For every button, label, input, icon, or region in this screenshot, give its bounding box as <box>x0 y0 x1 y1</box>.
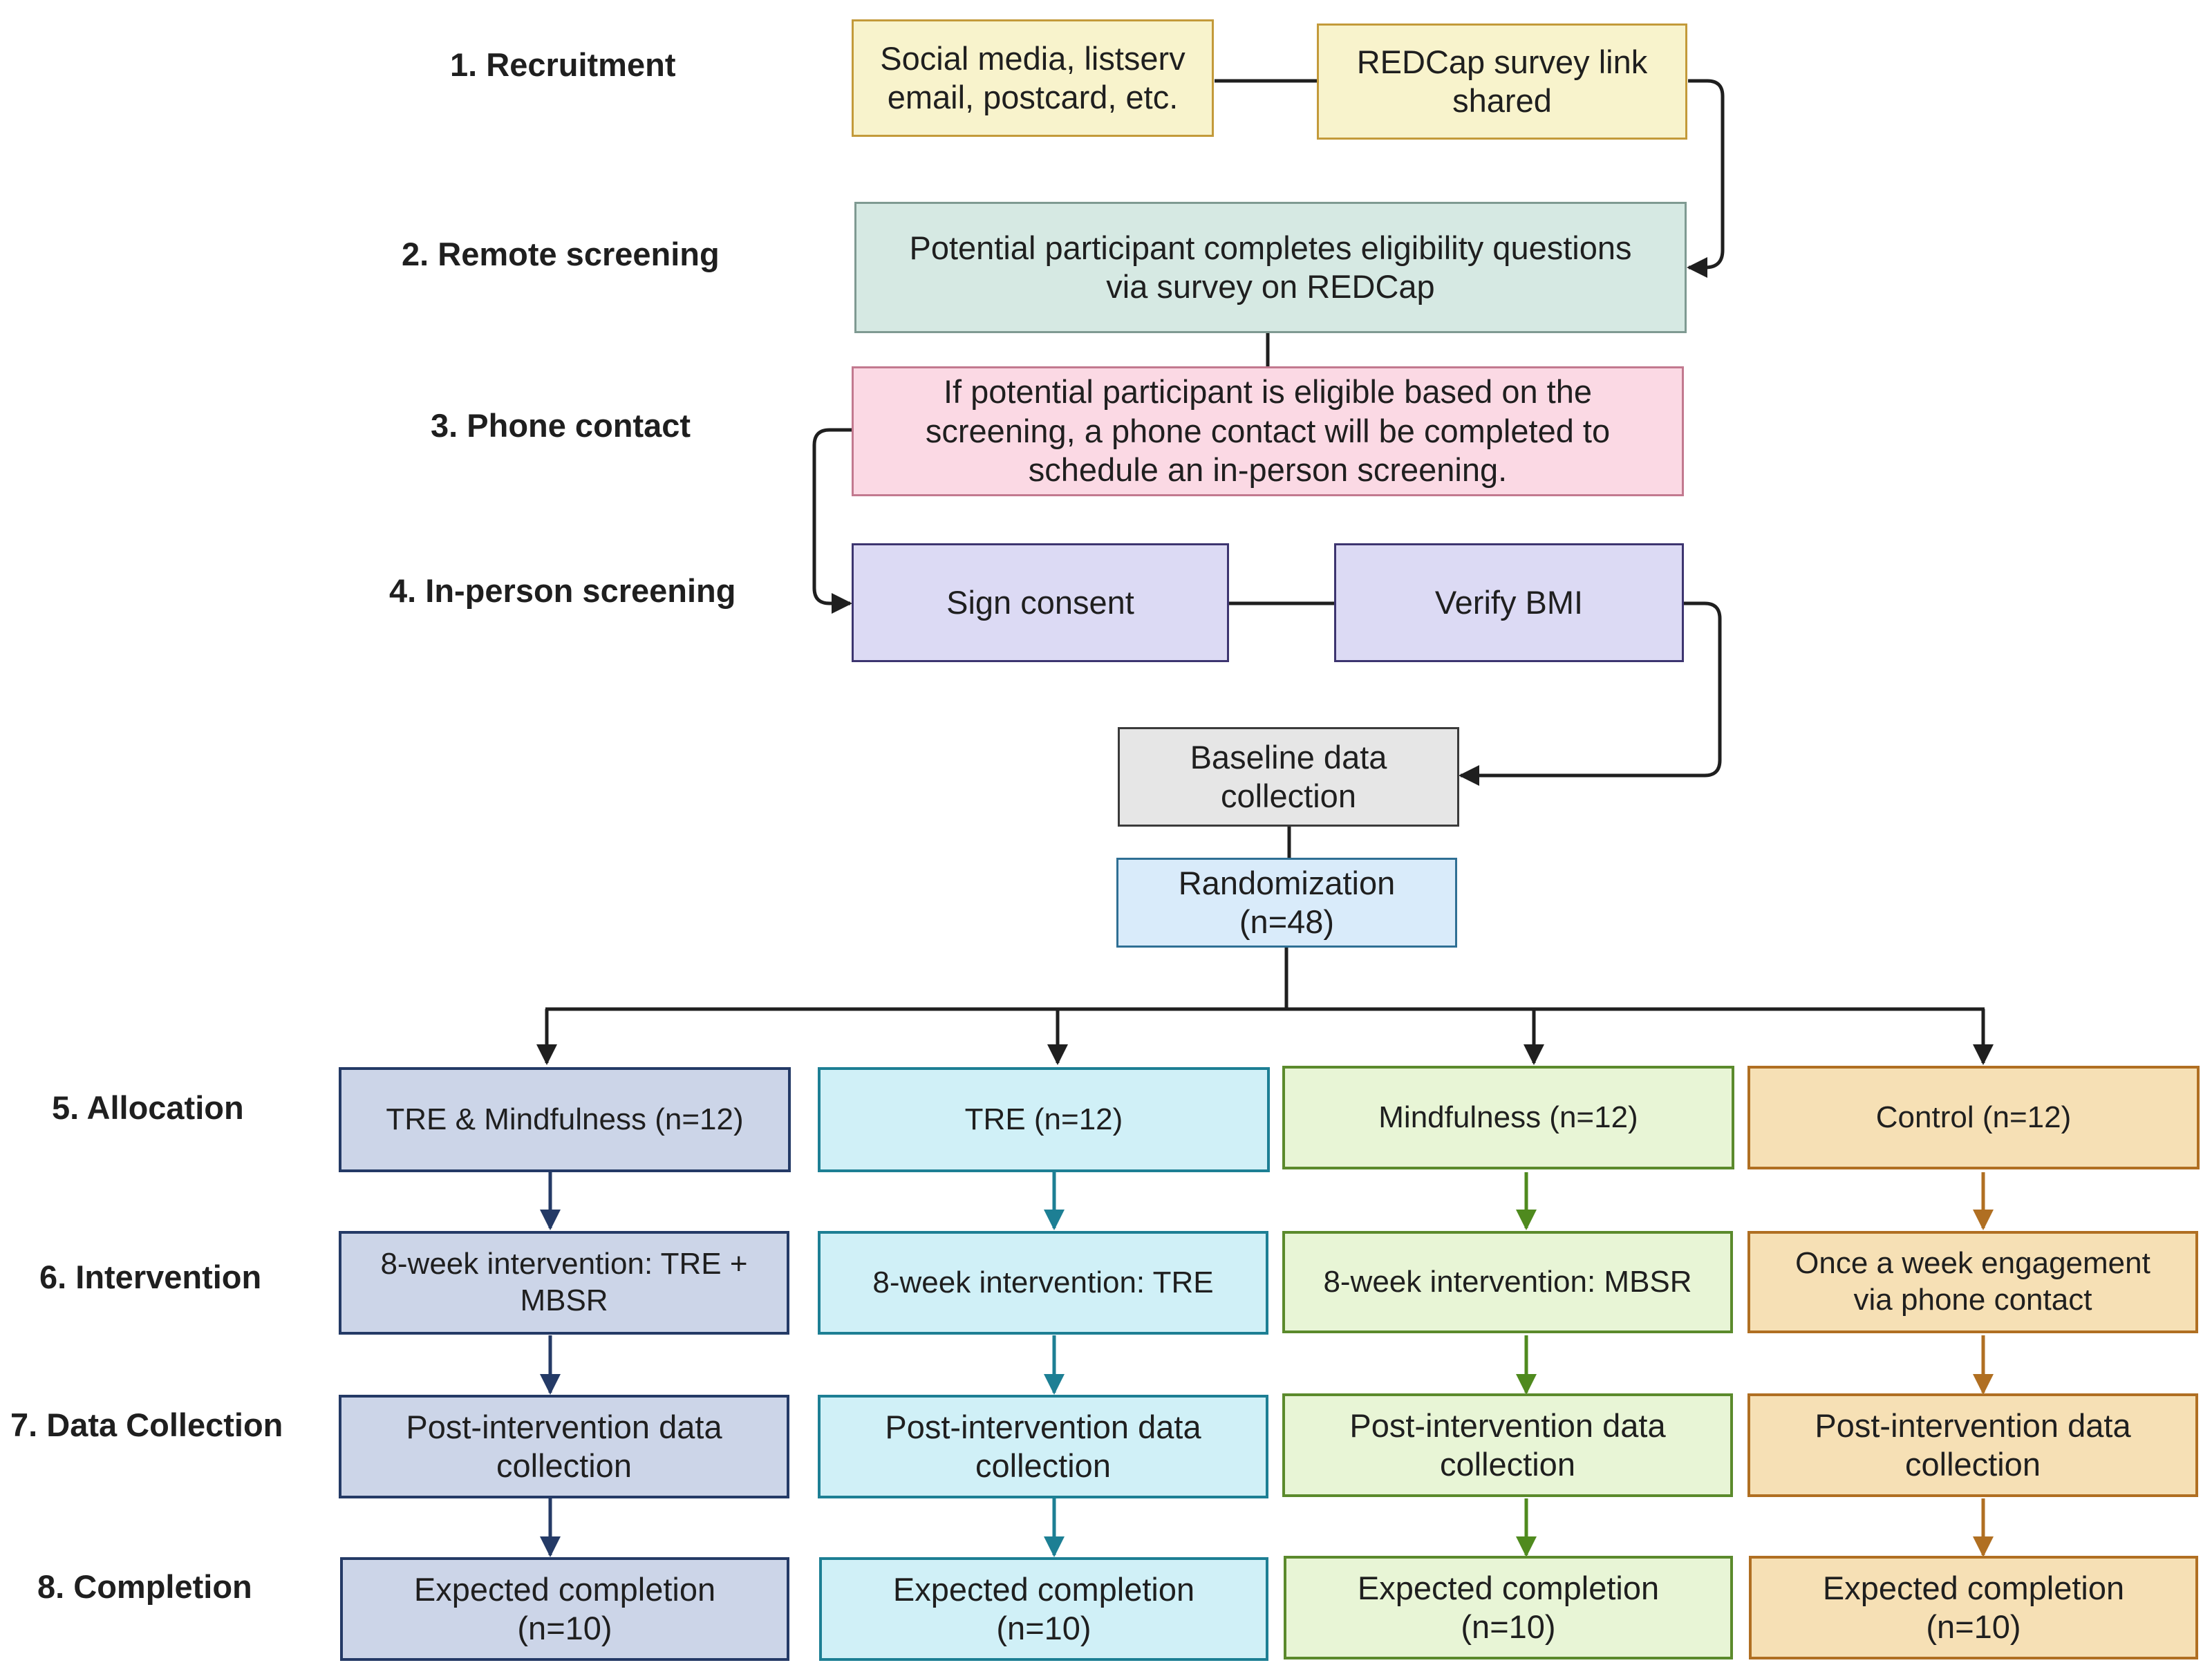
stage-label-remote-screening: 2. Remote screening <box>402 236 720 272</box>
arrow-bmi-to-baseline <box>1459 601 1722 786</box>
arm-3-data-collection-box: Post-intervention data collection <box>1282 1393 1733 1497</box>
verify-bmi-text: Verify BMI <box>1434 583 1584 621</box>
arm-4-completion-text: Expected completion (n=10) <box>1822 1569 2125 1645</box>
survey-link-box: REDCap survey link shared <box>1317 23 1687 140</box>
randomization-box: Randomization (n=48) <box>1116 858 1457 948</box>
phone-contact-box: If potential participant is eligible bas… <box>852 366 1684 496</box>
arrow-phone-to-consent <box>812 428 852 614</box>
arm-1-data-collection-text: Post-intervention data collection <box>406 1408 722 1484</box>
baseline-collection-box: Baseline data collection <box>1118 727 1459 827</box>
arm-3-allocation-text: Mindfulness (n=12) <box>1378 1100 1638 1134</box>
arm-3-allocation-box: Mindfulness (n=12) <box>1282 1066 1734 1169</box>
survey-link-text: REDCap survey link shared <box>1356 43 1648 119</box>
arm-4-completion-box: Expected completion (n=10) <box>1749 1556 2198 1659</box>
arm-1-intervention-text: 8-week intervention: TRE + MBSR <box>380 1247 748 1317</box>
arm-1-data-collection-box: Post-intervention data collection <box>339 1395 789 1498</box>
arrow-survey-to-screening <box>1687 79 1725 278</box>
stage-label-data-collection: 7. Data Collection <box>10 1407 283 1443</box>
arm-2-data-collection-text: Post-intervention data collection <box>885 1408 1201 1484</box>
arm-3-completion-box: Expected completion (n=10) <box>1284 1556 1733 1659</box>
remote-screening-box: Potential participant completes eligibil… <box>854 202 1687 333</box>
baseline-collection-text: Baseline data collection <box>1190 738 1387 814</box>
verify-bmi-box: Verify BMI <box>1334 543 1684 662</box>
stage-label-recruitment: 1. Recruitment <box>450 46 676 83</box>
arm-3-data-collection-text: Post-intervention data collection <box>1349 1407 1666 1483</box>
sign-consent-text: Sign consent <box>946 583 1134 621</box>
arm-2-completion-box: Expected completion (n=10) <box>819 1557 1268 1661</box>
stage-label-phone-contact: 3. Phone contact <box>431 407 691 444</box>
arm-2-completion-text: Expected completion (n=10) <box>892 1570 1195 1646</box>
stage-label-in-person-screening: 4. In-person screening <box>389 572 736 609</box>
arm-3-intervention-text: 8-week intervention: MBSR <box>1323 1264 1692 1299</box>
arm-1-completion-box: Expected completion (n=10) <box>340 1557 789 1661</box>
arm-4-allocation-box: Control (n=12) <box>1747 1066 2200 1169</box>
arm-4-intervention-text: Once a week engagement via phone contact <box>1795 1246 2150 1317</box>
arm-4-intervention-box: Once a week engagement via phone contact <box>1747 1231 2198 1333</box>
stage-label-completion: 8. Completion <box>37 1568 252 1605</box>
arm-2-intervention-text: 8-week intervention: TRE <box>872 1265 1214 1299</box>
arm-1-completion-text: Expected completion (n=10) <box>413 1570 716 1646</box>
randomization-text: Randomization (n=48) <box>1178 864 1396 940</box>
arm-1-allocation-box: TRE & Mindfulness (n=12) <box>339 1067 791 1172</box>
arm-4-data-collection-text: Post-intervention data collection <box>1815 1407 2131 1483</box>
stage-label-allocation: 5. Allocation <box>52 1089 244 1126</box>
arm-3-completion-text: Expected completion (n=10) <box>1357 1569 1660 1645</box>
arm-2-data-collection-box: Post-intervention data collection <box>818 1395 1268 1498</box>
arm-4-allocation-text: Control (n=12) <box>1875 1100 2072 1134</box>
sign-consent-box: Sign consent <box>852 543 1229 662</box>
arm-2-allocation-box: TRE (n=12) <box>818 1067 1270 1172</box>
arm-3-intervention-box: 8-week intervention: MBSR <box>1282 1231 1733 1333</box>
stage-label-intervention: 6. Intervention <box>39 1259 262 1295</box>
recruitment-channels-box: Social media, listserv email, postcard, … <box>852 19 1214 137</box>
phone-contact-text: If potential participant is eligible bas… <box>925 373 1611 489</box>
arm-1-allocation-text: TRE & Mindfulness (n=12) <box>386 1102 744 1136</box>
arm-4-data-collection-box: Post-intervention data collection <box>1747 1393 2198 1497</box>
arm-1-intervention-box: 8-week intervention: TRE + MBSR <box>339 1231 789 1335</box>
arm-2-allocation-text: TRE (n=12) <box>964 1102 1123 1136</box>
recruitment-channels-text: Social media, listserv email, postcard, … <box>880 39 1185 115</box>
remote-screening-text: Potential participant completes eligibil… <box>909 229 1632 305</box>
arm-2-intervention-box: 8-week intervention: TRE <box>818 1231 1268 1335</box>
